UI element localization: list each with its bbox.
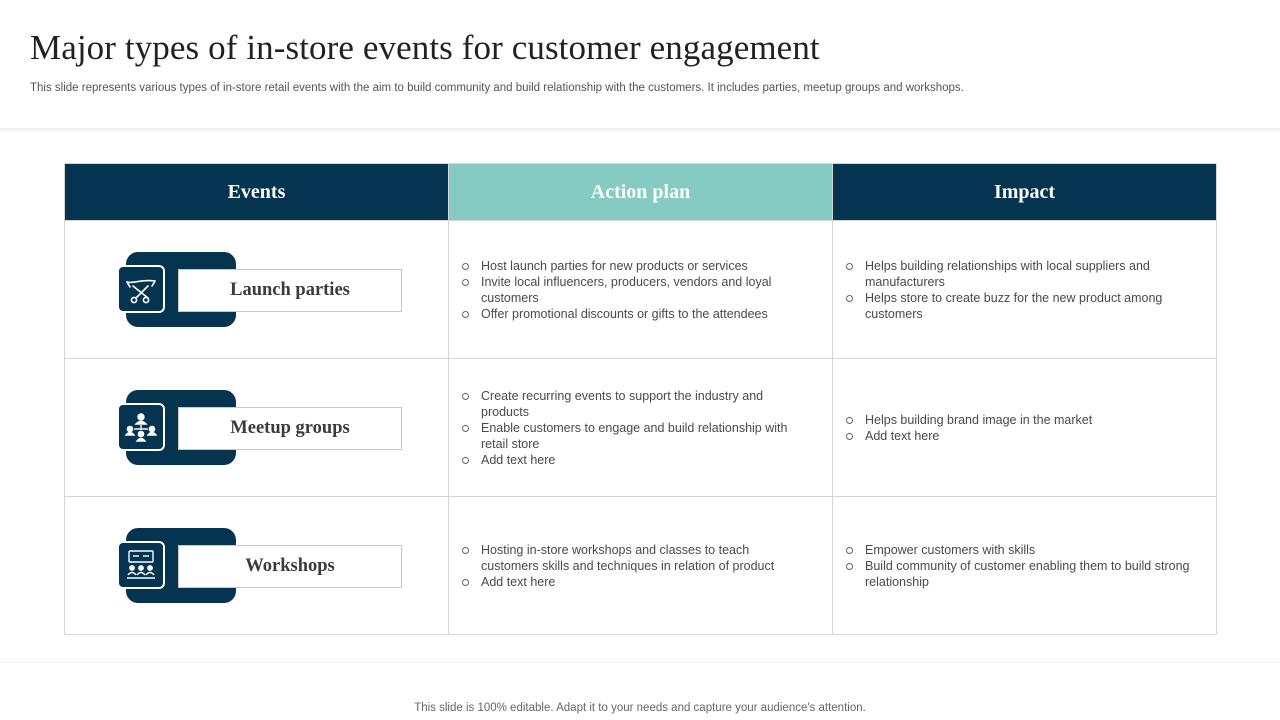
action-plan-cell: Hosting in-store workshops and classes t… <box>448 496 833 635</box>
header-impact: Impact <box>832 163 1217 221</box>
header-divider <box>0 128 1280 134</box>
event-label: Launch parties <box>178 269 402 312</box>
footer-note: This slide is 100% editable. Adapt it to… <box>414 702 866 714</box>
footer-divider <box>0 662 1280 663</box>
table-header-row: Events Action plan Impact <box>64 163 1217 221</box>
action-list: Host launch parties for new products or … <box>449 258 832 322</box>
list-item: Add text here <box>462 452 808 468</box>
list-item: Offer promotional discounts or gifts to … <box>462 306 808 322</box>
event-cell: Meetup groups <box>64 358 449 497</box>
list-item: Build community of customer enabling the… <box>846 558 1192 590</box>
list-item: Helps building relationships with local … <box>846 258 1192 290</box>
list-item: Helps store to create buzz for the new p… <box>846 290 1192 322</box>
action-list: Hosting in-store workshops and classes t… <box>449 542 832 590</box>
header-events: Events <box>64 163 449 221</box>
people-network-icon <box>117 403 165 451</box>
impact-list: Empower customers with skills Build comm… <box>833 542 1216 590</box>
list-item: Enable customers to engage and build rel… <box>462 420 808 452</box>
list-item: Add text here <box>462 574 808 590</box>
list-item: Empower customers with skills <box>846 542 1192 558</box>
impact-list: Helps building relationships with local … <box>833 258 1216 322</box>
action-list: Create recurring events to support the i… <box>449 388 832 468</box>
presentation-audience-icon <box>117 541 165 589</box>
page-subtitle: This slide represents various types of i… <box>30 82 964 94</box>
event-cell: Launch parties <box>64 220 449 359</box>
list-item: Create recurring events to support the i… <box>462 388 808 420</box>
page-title: Major types of in-store events for custo… <box>30 28 820 67</box>
ribbon-cutting-icon <box>117 265 165 313</box>
list-item: Hosting in-store workshops and classes t… <box>462 542 808 574</box>
action-plan-cell: Create recurring events to support the i… <box>448 358 833 497</box>
table-row: Workshops Hosting in-store workshops and… <box>64 496 1217 635</box>
header-action-plan: Action plan <box>448 163 833 221</box>
event-cell: Workshops <box>64 496 449 635</box>
list-item: Helps building brand image in the market <box>846 412 1192 428</box>
list-item: Add text here <box>846 428 1192 444</box>
list-item: Invite local influencers, producers, ven… <box>462 274 808 306</box>
table-row: Meetup groups Create recurring events to… <box>64 358 1217 497</box>
impact-cell: Helps building brand image in the market… <box>832 358 1217 497</box>
event-label: Workshops <box>178 545 402 588</box>
impact-list: Helps building brand image in the market… <box>833 412 1216 444</box>
action-plan-cell: Host launch parties for new products or … <box>448 220 833 359</box>
event-label: Meetup groups <box>178 407 402 450</box>
impact-cell: Helps building relationships with local … <box>832 220 1217 359</box>
events-table: Events Action plan Impact <box>64 163 1217 635</box>
list-item: Host launch parties for new products or … <box>462 258 808 274</box>
impact-cell: Empower customers with skills Build comm… <box>832 496 1217 635</box>
table-row: Launch parties Host launch parties for n… <box>64 220 1217 359</box>
